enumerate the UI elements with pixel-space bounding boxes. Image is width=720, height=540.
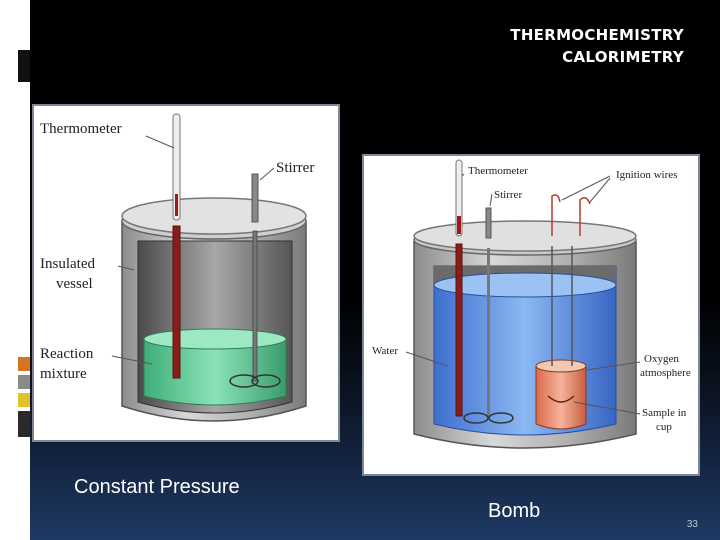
bomb-label-sample-1: Sample in (642, 407, 687, 419)
coffee-cup-calorimeter-diagram: Thermometer Stirrer Insulated vessel Rea… (34, 106, 338, 440)
accent-bar-dark (18, 411, 30, 437)
bomb-label-sample-2: cup (656, 421, 672, 433)
lid-top (122, 198, 306, 234)
bomb-label-ignition: Ignition wires (616, 169, 677, 181)
slide-title: THERMOCHEMISTRY CALORIMETRY (510, 24, 684, 68)
bomb-calorimeter-figure: Thermometer Stirrer Ignition wires Water… (362, 154, 700, 476)
bomb-label-oxygen-1: Oxygen (644, 353, 679, 365)
bomb-thermometer-mercury (457, 216, 461, 234)
title-line-2: CALORIMETRY (510, 46, 684, 68)
bomb-label-oxygen-2: atmosphere (640, 367, 691, 379)
ignition-leader-2 (590, 178, 610, 202)
accent-bar-orange (18, 357, 30, 371)
stirrer-rod (253, 231, 257, 381)
thermometer-mercury (175, 194, 178, 216)
bomb-label-thermometer: Thermometer (468, 165, 528, 177)
accent-bar-gray (18, 375, 30, 389)
bomb-calorimeter-diagram: Thermometer Stirrer Ignition wires Water… (364, 156, 698, 474)
bomb-vessel-top (536, 360, 586, 372)
thermometer-leader (146, 136, 174, 148)
mixture-surface (144, 329, 286, 349)
page-number: 33 (687, 519, 698, 530)
title-line-1: THERMOCHEMISTRY (510, 24, 684, 46)
caption-bomb: Bomb (488, 500, 540, 523)
stirrer-rod-top (252, 174, 258, 222)
bomb-stirrer-top (486, 208, 491, 238)
accent-bar-black (18, 50, 30, 82)
bomb-stirrer-leader (490, 194, 492, 206)
bomb-lid (414, 221, 636, 251)
label-stirrer: Stirrer (276, 160, 314, 176)
label-reaction-1: Reaction (40, 346, 94, 362)
bomb-stirrer-rod (487, 248, 490, 418)
stirrer-leader (260, 168, 274, 180)
label-insulated-2: vessel (56, 276, 93, 292)
label-reaction-2: mixture (40, 366, 87, 382)
label-insulated-1: Insulated (40, 256, 95, 272)
bomb-vessel (536, 366, 586, 429)
bomb-label-stirrer: Stirrer (494, 189, 522, 201)
caption-constant-pressure: Constant Pressure (74, 476, 240, 499)
bomb-thermometer-inside (456, 244, 462, 416)
constant-pressure-figure: Thermometer Stirrer Insulated vessel Rea… (32, 104, 340, 442)
label-thermometer: Thermometer (40, 121, 122, 137)
ignition-leader-1 (562, 176, 610, 200)
thermometer-inside (173, 226, 180, 378)
bomb-label-water: Water (372, 345, 398, 357)
accent-bar-yellow (18, 393, 30, 407)
